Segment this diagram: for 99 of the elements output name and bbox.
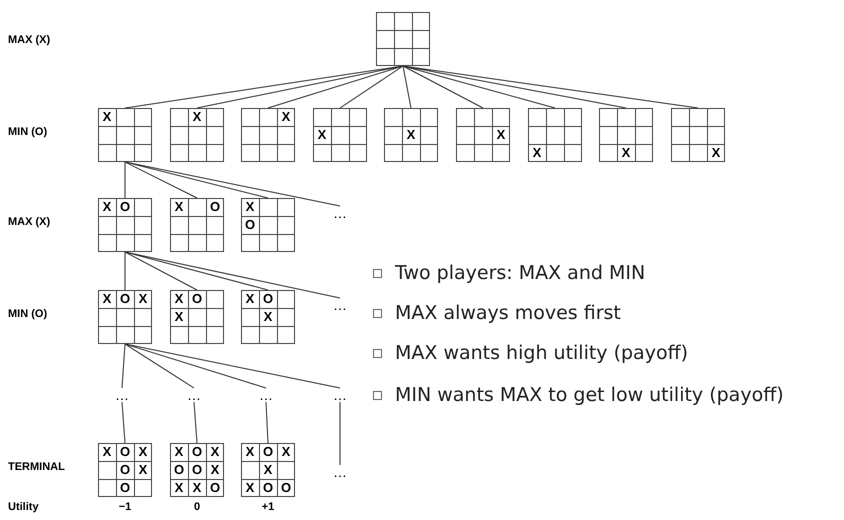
tree-edge: [124, 344, 194, 388]
bullet-text: Two players: MAX and MIN: [395, 261, 646, 286]
game-board: [528, 108, 582, 162]
board-mark: X: [102, 444, 112, 460]
row-label: Utility: [8, 501, 39, 513]
tree-edge: [124, 162, 126, 198]
row-label: MIN (O): [8, 308, 48, 320]
board-mark: X: [280, 444, 292, 460]
board-mark: X: [102, 199, 112, 215]
board-mark: O: [190, 291, 204, 307]
ellipsis: …: [187, 388, 201, 402]
board-mark: X: [244, 480, 256, 496]
tree-edge: [194, 402, 198, 444]
game-board: [241, 198, 295, 252]
utility-value: +1: [260, 501, 276, 513]
board-mark: X: [192, 480, 202, 496]
board-mark: O: [190, 444, 204, 460]
board-mark: X: [102, 291, 112, 307]
game-board: [376, 12, 430, 66]
game-board: [456, 108, 510, 162]
board-mark: X: [262, 309, 274, 325]
game-board: [170, 290, 224, 344]
game-board: [241, 290, 295, 344]
board-mark: X: [532, 145, 542, 161]
board-mark: X: [138, 444, 148, 460]
tree-edge: [124, 252, 198, 290]
game-board: [599, 108, 653, 162]
board-mark: X: [192, 109, 202, 125]
ellipsis: …: [259, 388, 273, 402]
game-board: [98, 290, 152, 344]
game-board: [241, 443, 295, 497]
utility-value: 0: [192, 501, 202, 513]
board-mark: X: [244, 291, 256, 307]
bullet-text: MIN wants MAX to get low utility (payoff): [395, 383, 785, 408]
game-board: [671, 108, 725, 162]
tree-edge: [124, 344, 266, 388]
board-mark: X: [174, 309, 184, 325]
tree-edge: [124, 252, 126, 290]
board-mark: X: [174, 291, 184, 307]
game-board: [313, 108, 367, 162]
board-mark: X: [174, 444, 184, 460]
board-mark: O: [118, 444, 132, 460]
board-mark: X: [102, 109, 112, 125]
tree-edge: [402, 66, 484, 108]
game-board: [384, 108, 438, 162]
row-label: MAX (X): [8, 34, 50, 46]
board-mark: O: [172, 462, 186, 478]
tree-edge: [122, 402, 126, 444]
ellipsis: …: [333, 206, 347, 220]
game-board: [241, 108, 295, 162]
board-mark: O: [244, 217, 256, 233]
board-mark: O: [208, 199, 222, 215]
board-mark: X: [244, 199, 256, 215]
utility-value: −1: [118, 501, 132, 513]
ellipsis: …: [333, 298, 347, 312]
game-board: [170, 198, 224, 252]
board-mark: X: [244, 444, 256, 460]
game-board: [170, 108, 224, 162]
board-mark: X: [210, 444, 220, 460]
board-mark: O: [118, 199, 132, 215]
game-board: [98, 108, 152, 162]
board-mark: O: [190, 462, 204, 478]
ellipsis: …: [333, 388, 347, 402]
tree-edge: [266, 402, 268, 444]
ellipsis: …: [333, 465, 347, 479]
board-mark: X: [262, 462, 274, 478]
board-mark: O: [280, 480, 292, 496]
tree-edge: [402, 66, 412, 108]
board-mark: X: [210, 462, 220, 478]
board-mark: X: [406, 127, 416, 143]
game-board: [98, 443, 152, 497]
board-mark: X: [138, 291, 148, 307]
row-label: MAX (X): [8, 216, 50, 228]
board-mark: X: [316, 127, 328, 143]
board-mark: X: [280, 109, 292, 125]
board-mark: X: [620, 145, 632, 161]
tree-edge: [122, 344, 126, 388]
board-mark: X: [496, 127, 506, 143]
board-mark: O: [262, 444, 274, 460]
board-mark: X: [138, 462, 148, 478]
tree-edge: [268, 66, 404, 108]
tree-edge: [124, 162, 198, 198]
bullet-text: MAX always moves first: [395, 301, 622, 326]
board-mark: O: [262, 480, 274, 496]
board-mark: O: [118, 291, 132, 307]
bullet-text: MAX wants high utility (payoff): [395, 341, 690, 366]
board-mark: X: [174, 480, 184, 496]
game-board: [98, 198, 152, 252]
game-board: [170, 443, 224, 497]
board-mark: O: [208, 480, 222, 496]
tree-edge: [340, 66, 404, 108]
row-label: TERMINAL: [8, 461, 65, 473]
board-mark: O: [262, 291, 274, 307]
board-mark: O: [118, 480, 132, 496]
board-mark: X: [174, 199, 184, 215]
board-mark: O: [118, 462, 132, 478]
ellipsis: …: [115, 388, 129, 402]
row-label: MIN (O): [8, 126, 48, 138]
board-mark: X: [710, 145, 722, 161]
